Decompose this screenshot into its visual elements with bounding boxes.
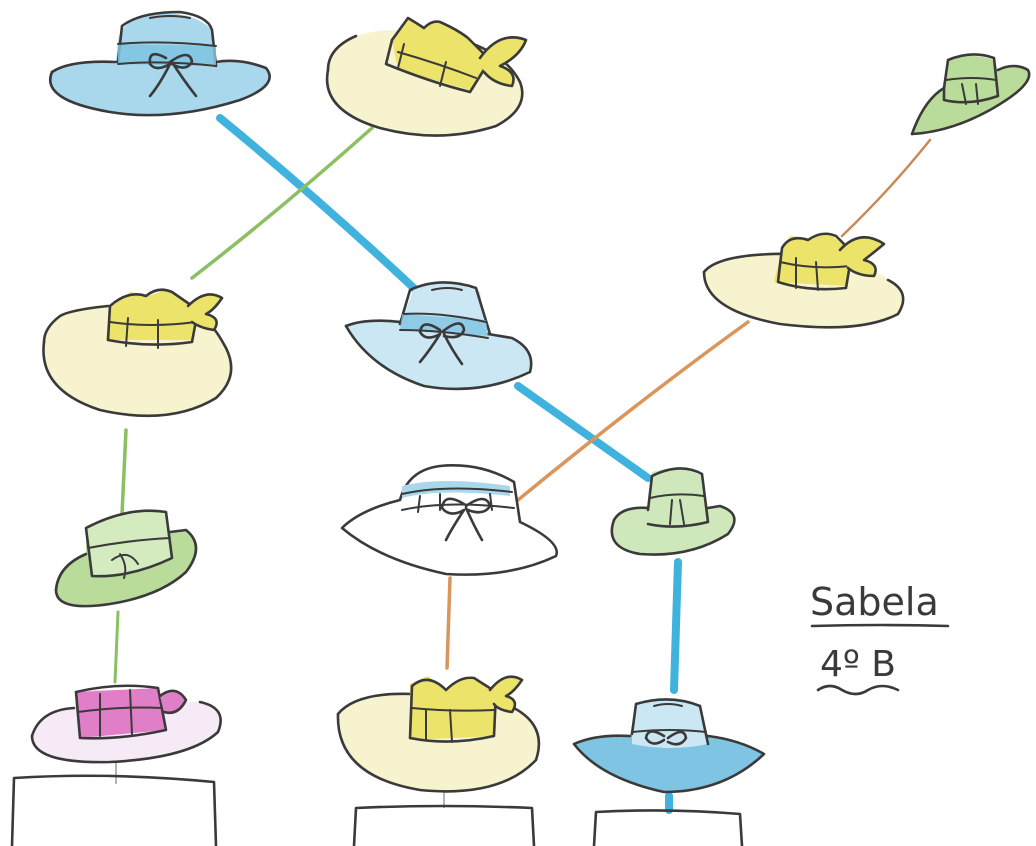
blue-hat-center (344, 281, 533, 391)
white-hat-center-lower (340, 464, 559, 576)
orange-line-3 (445, 576, 452, 670)
green-hat-top-right (910, 53, 1031, 136)
signature-name: Sabela (810, 580, 939, 624)
signature-underline (810, 623, 950, 628)
green-line-1 (190, 126, 374, 280)
yellow-hat-mid-right (702, 232, 905, 329)
pedestal-right (592, 809, 744, 846)
pedestal-center (352, 804, 536, 846)
yellow-hat-top-center (325, 16, 528, 137)
connector-lines (113, 114, 932, 814)
pedestals (10, 774, 744, 846)
blue-line-3 (670, 558, 682, 694)
signature-class: 4º B (820, 644, 896, 685)
signature: Sabela 4º B (810, 580, 950, 696)
orange-line-1 (840, 138, 932, 238)
green-line-3 (113, 610, 120, 684)
green-hat-right-lower (610, 467, 736, 556)
blue-line-2 (514, 382, 652, 482)
green-hat-left-mid (54, 509, 198, 608)
green-line-2 (120, 428, 128, 516)
signature-wave (816, 684, 900, 696)
yellow-hat-left (42, 288, 233, 418)
blue-hat-top-left (49, 10, 271, 117)
yellow-hat-bottom-center (336, 675, 541, 793)
blue-hat-bottom-right (572, 698, 766, 794)
blue-line-1 (216, 114, 422, 296)
pedestal-left (10, 774, 218, 846)
orange-line-2 (516, 320, 750, 502)
pink-hat-bottom-left (30, 684, 222, 764)
